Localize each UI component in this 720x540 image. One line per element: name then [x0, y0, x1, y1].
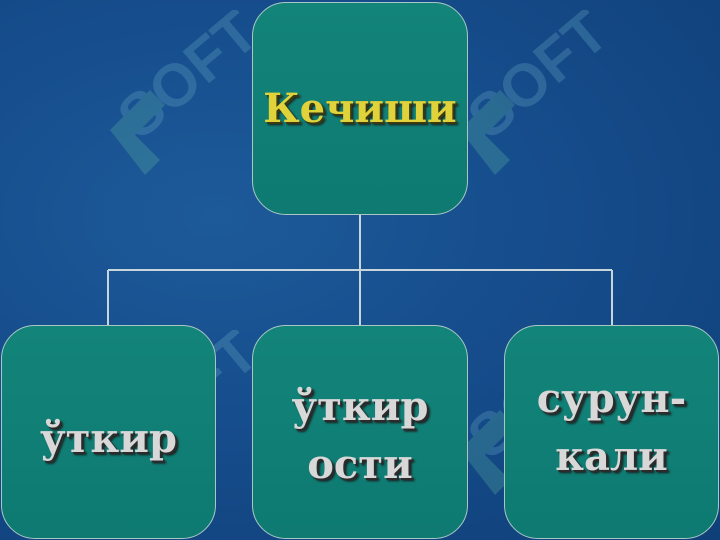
child-node-subacute-line-2: ости — [307, 441, 413, 488]
watermark-logo-left: SOFT — [105, 10, 271, 175]
child-node-acute: ўткир — [1, 325, 216, 539]
watermark-logo-right: SOFT — [455, 10, 621, 175]
child-node-subacute-line-1: ўткир — [291, 383, 429, 430]
child-node-chronic-line-2: кали — [555, 433, 668, 480]
root-node-label: Кечиши — [263, 85, 457, 132]
child-node-acute-label: ўткир — [40, 415, 177, 462]
root-node: Кечиши — [252, 2, 468, 215]
child-node-chronic: сурун- кали — [504, 325, 719, 539]
child-node-subacute: ўткир ости — [252, 325, 468, 539]
child-node-chronic-line-1: сурун- — [536, 375, 687, 422]
